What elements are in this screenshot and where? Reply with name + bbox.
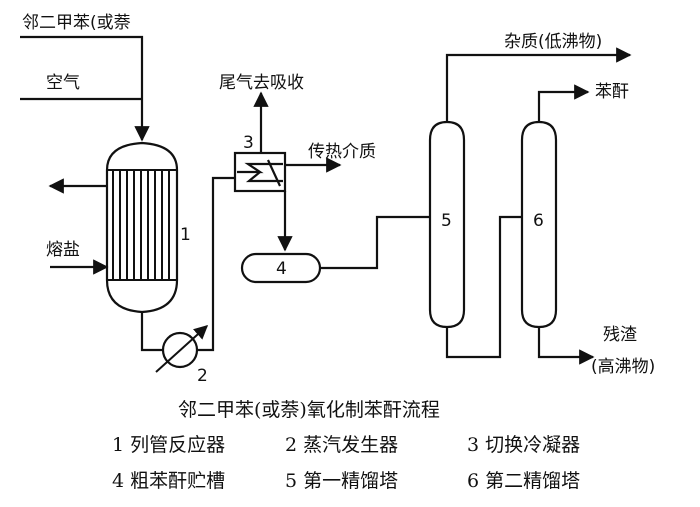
- legend-item-2: 2 蒸汽发生器: [285, 434, 398, 456]
- reactor-outlet-line: [140, 312, 163, 352]
- column2-number: 6: [533, 211, 544, 231]
- feed-air-label: 空气: [46, 73, 80, 93]
- tubular-reactor: [105, 141, 179, 314]
- to-condenser-line: [197, 176, 235, 352]
- tank-number: 4: [276, 259, 287, 279]
- legend-item-5: 5 第一精馏塔: [285, 470, 398, 492]
- legend-item-6: 6 第二精馏塔: [467, 470, 580, 492]
- off-gas-label: 尾气去吸收: [219, 73, 304, 93]
- steam-generator-number: 2: [197, 366, 208, 386]
- condenser-number: 3: [243, 133, 254, 153]
- column1-bottoms-line: [445, 215, 522, 359]
- residue-label-line1: 残渣: [603, 325, 637, 345]
- legend-item-3: 3 切换冷凝器: [467, 434, 580, 456]
- product-label: 苯酐: [595, 82, 629, 102]
- tank-to-column-line: [320, 215, 430, 270]
- residue-label-line2: (高沸物): [591, 357, 655, 377]
- first-distillation-column: [428, 120, 466, 329]
- impurities-label: 杂质(低沸物): [504, 32, 602, 52]
- switch-condenser: [233, 151, 287, 193]
- residue-line: [537, 327, 595, 365]
- diagram-caption: 邻二甲苯(或萘)氧化制苯酐流程: [178, 399, 440, 421]
- reactor-number: 1: [180, 225, 191, 245]
- molten-salt-label: 熔盐: [46, 240, 80, 260]
- column1-number: 5: [441, 211, 452, 231]
- impurities-line: [445, 47, 632, 122]
- legend-item-1: 1 列管反应器: [112, 434, 225, 456]
- legend-item-4: 4 粗苯酐贮槽: [112, 470, 225, 492]
- product-line: [537, 84, 590, 122]
- feed-xylene-label: 邻二甲苯(或萘: [22, 13, 131, 33]
- second-distillation-column: [520, 120, 558, 329]
- heat-medium-label: 传热介质: [308, 142, 376, 162]
- feed-xylene-line: [20, 35, 150, 142]
